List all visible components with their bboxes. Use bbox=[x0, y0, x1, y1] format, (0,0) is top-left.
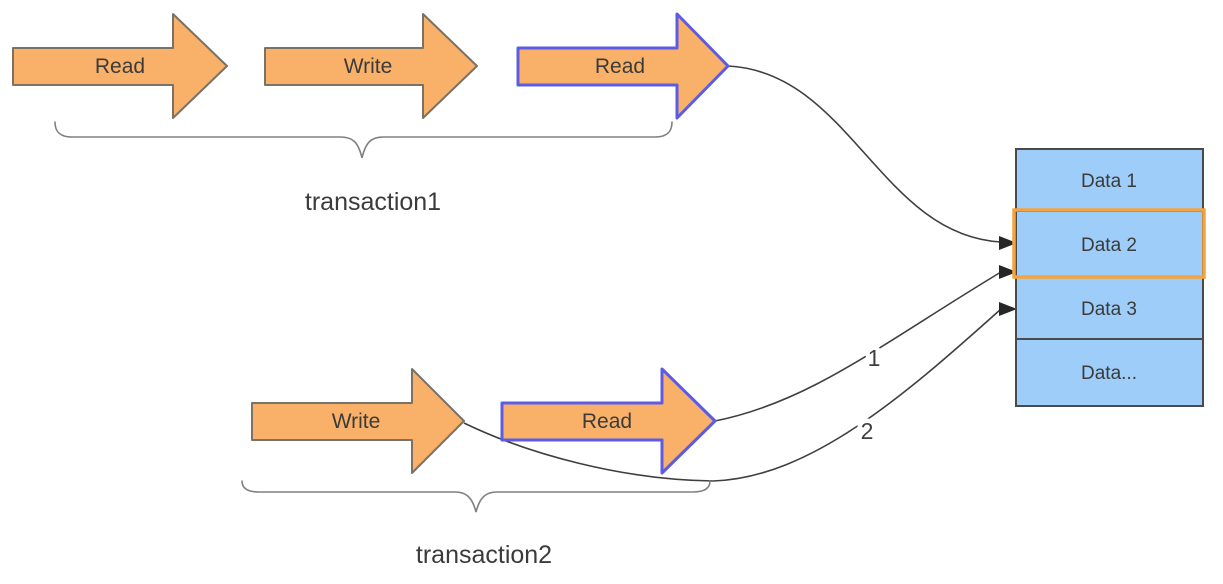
t2-write-arrow bbox=[251, 368, 465, 474]
transaction1-label: transaction1 bbox=[305, 188, 441, 216]
transaction2-brace bbox=[241, 480, 711, 513]
connector-label-1: 1 bbox=[868, 345, 881, 371]
arrowhead-icon bbox=[999, 302, 1017, 316]
arrowhead-icon bbox=[999, 236, 1017, 250]
transaction2-label: transaction2 bbox=[416, 541, 552, 569]
transaction1-brace bbox=[54, 121, 673, 159]
t2-read-arrow-highlighted bbox=[500, 367, 717, 475]
connector-t2read-to-data2 bbox=[714, 271, 1002, 422]
connector-label-2: 2 bbox=[861, 418, 874, 444]
connector-t1read-to-data2 bbox=[727, 65, 1002, 243]
data-store-group: Data 1 Data 2 Data 3 Data... bbox=[1012, 148, 1206, 407]
transaction2-group: Write Read transaction2 bbox=[241, 367, 717, 569]
t1-read-arrow-1 bbox=[12, 13, 228, 119]
t1-read-arrow-2-label: Read bbox=[595, 55, 645, 78]
t1-write-arrow-label: Write bbox=[344, 55, 393, 78]
arrowhead-icon bbox=[999, 265, 1017, 279]
data-row-4 bbox=[1015, 338, 1204, 407]
connector-t2write-to-data3 bbox=[463, 308, 1002, 482]
t1-read-arrow-1-label: Read bbox=[95, 55, 145, 78]
data-row-2-highlight-border bbox=[1012, 208, 1206, 279]
data-row-4-label: Data... bbox=[1081, 363, 1137, 384]
connector-group: 1 2 bbox=[463, 65, 1017, 482]
transaction1-group: Read Write Read transaction1 bbox=[12, 12, 730, 216]
t2-write-arrow-label: Write bbox=[332, 410, 381, 433]
t1-write-arrow bbox=[264, 13, 478, 119]
t2-read-arrow-label: Read bbox=[582, 410, 632, 433]
data-row-1-label: Data 1 bbox=[1081, 171, 1137, 192]
data-row-3-label: Data 3 bbox=[1081, 299, 1137, 320]
data-row-2-label: Data 2 bbox=[1081, 235, 1137, 256]
t1-read-arrow-2-highlighted bbox=[516, 12, 730, 120]
